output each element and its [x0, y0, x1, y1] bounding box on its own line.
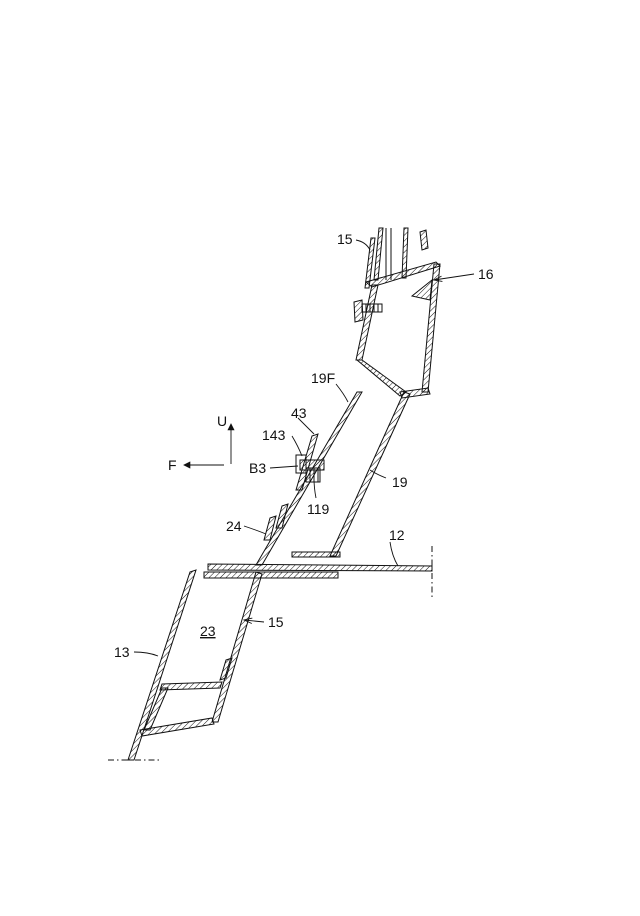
ref-label-23: 23	[200, 623, 216, 639]
forward-direction-label: F	[168, 457, 177, 473]
lower-member	[108, 569, 263, 761]
reference-labels: 15 16 19F 43 143 B3 119 19 24 12 23 15 1…	[114, 231, 494, 660]
upper-pillar-section	[353, 227, 441, 399]
ref-label-b3: B3	[249, 460, 266, 476]
ref-label-19f: 19F	[311, 370, 335, 386]
ref-label-24: 24	[226, 518, 242, 534]
ref-label-19: 19	[392, 474, 408, 490]
ref-label-15-top: 15	[337, 231, 353, 247]
ref-label-143: 143	[262, 427, 286, 443]
ref-label-119: 119	[307, 501, 330, 517]
ref-label-15-bottom: 15	[268, 614, 284, 630]
leader-lines	[133, 239, 475, 657]
up-direction-label: U	[217, 413, 227, 429]
floor-section	[203, 546, 433, 600]
ref-label-43: 43	[291, 405, 307, 421]
ref-label-12: 12	[389, 527, 405, 543]
member-19	[255, 391, 411, 566]
ref-label-13: 13	[114, 644, 130, 660]
ref-label-16: 16	[478, 266, 494, 282]
direction-indicator: U F	[168, 413, 235, 473]
